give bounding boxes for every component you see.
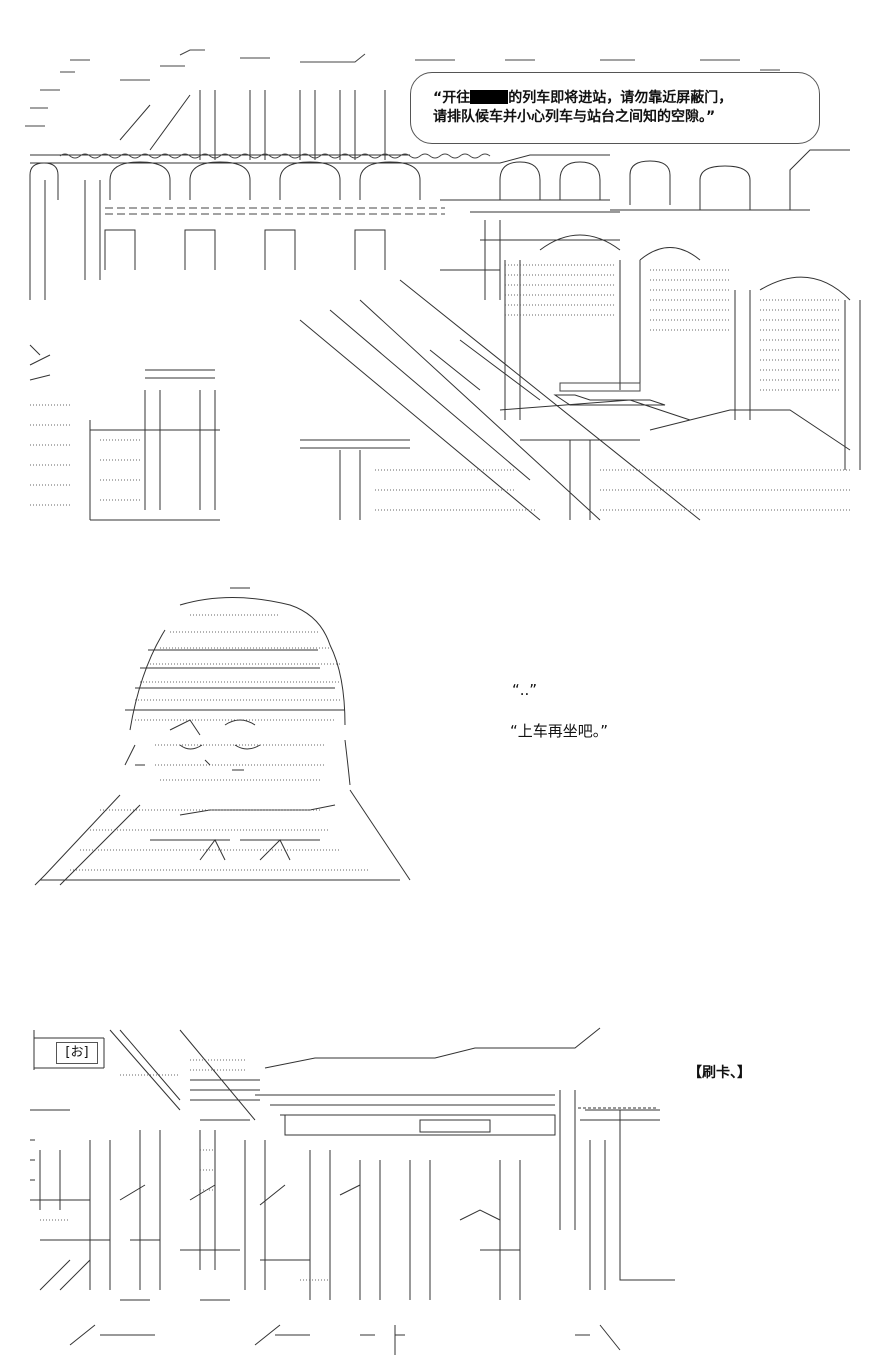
card-action-text: 【刷卡、】 bbox=[688, 1065, 751, 1081]
announcement-bubble: “开往 的列车即将进站，请勿靠近屏蔽门， 请排队候车并小心列车与站台之间知的空隙。… bbox=[410, 72, 820, 144]
announcement-prefix: “开往 bbox=[433, 90, 471, 106]
redacted-destination bbox=[470, 90, 509, 104]
ellipsis-line: “..” bbox=[512, 681, 538, 699]
character-panel: “..” “上车再坐吧。” bbox=[0, 560, 893, 900]
gate-sign: [お] bbox=[56, 1042, 98, 1064]
announcement-suffix: 的列车即将进站，请勿靠近屏蔽门， bbox=[508, 90, 733, 106]
gate-artwork bbox=[30, 1027, 675, 1355]
character-artwork bbox=[34, 587, 411, 886]
announcement-text: “开往 的列车即将进站，请勿靠近屏蔽门， 请排队候车并小心列车与站台之间知的空隙。… bbox=[433, 89, 732, 127]
station-artwork bbox=[25, 49, 861, 521]
boarding-line: “上车再坐吧。” bbox=[510, 722, 609, 740]
announcement-line2: 请排队候车并小心列车与站台之间知的空隙。” bbox=[433, 109, 716, 125]
station-panel: “开往 的列车即将进站，请勿靠近屏蔽门， 请排队候车并小心列车与站台之间知的空隙。… bbox=[0, 0, 893, 540]
gate-panel: [お] 【刷卡、】 bbox=[0, 1020, 893, 1360]
